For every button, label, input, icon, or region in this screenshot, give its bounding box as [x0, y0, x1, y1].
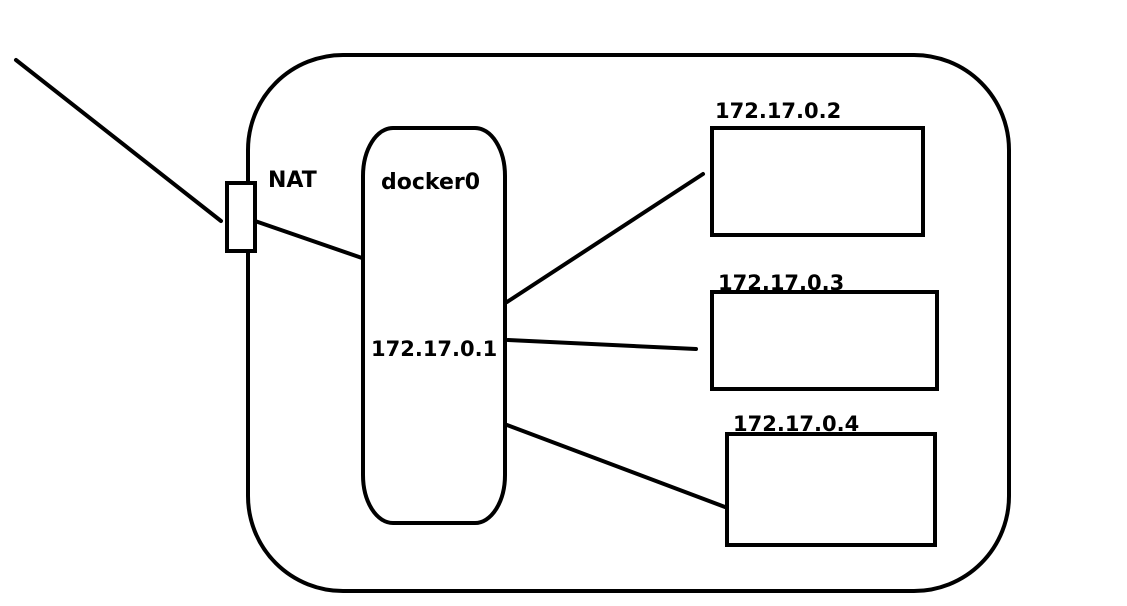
- container-ip-label-2: 172.17.0.3: [718, 271, 844, 295]
- container-box-3: [725, 432, 937, 547]
- link-container-3: [505, 423, 727, 509]
- link-container-1: [505, 172, 705, 304]
- bridge-ip-label: 172.17.0.1: [371, 337, 497, 361]
- host-boundary: [246, 53, 1011, 593]
- nat-port: [225, 181, 257, 253]
- container-box-1: [710, 126, 925, 237]
- docker0-bridge: [361, 126, 507, 525]
- container-box-2: [710, 290, 939, 391]
- nat-label: NAT: [268, 168, 317, 193]
- bridge-name-label: docker0: [381, 170, 480, 195]
- external-link: [14, 58, 223, 223]
- container-ip-label-1: 172.17.0.2: [715, 99, 841, 123]
- nat-to-bridge-link: [253, 219, 364, 260]
- link-container-2: [506, 338, 698, 351]
- container-ip-label-3: 172.17.0.4: [733, 412, 859, 436]
